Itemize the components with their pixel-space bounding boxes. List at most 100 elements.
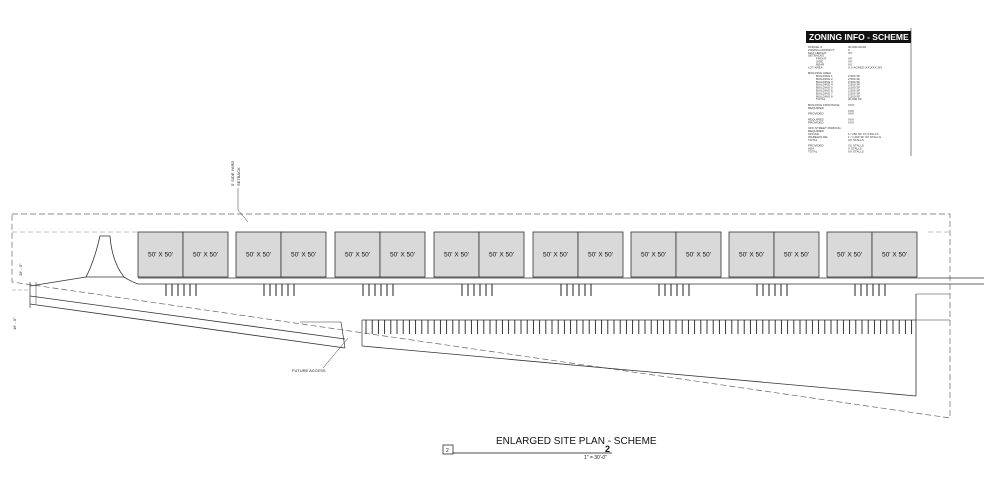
access-road-north [29,295,346,340]
zoning-row-value: X STALLS [848,147,862,151]
zoning-row-value: XX' [848,51,853,55]
zoning-row-label: ADA [808,147,814,151]
building-label: 50' X 50' [345,252,370,259]
zoning-row-label: BUILDING 6 [816,89,833,93]
building-label: 50' X 50' [543,252,568,259]
zoning-row-label: FRONT [816,57,826,61]
building-label: 50' X 50' [246,252,271,259]
zoning-row-value: 2,500 SF [848,77,860,81]
zoning-row-label: BUILDING AREA [808,71,831,75]
building-unit: 50' X 50' [433,231,480,278]
sheet-tag-box [442,444,454,455]
zoning-row-label: SIDE [816,60,823,64]
zoning-row-value: 2,500 SF [848,91,860,95]
zoning-row-value: 2,500 SF [848,89,860,93]
building-label: 50' X 50' [489,252,514,259]
building-label: 50' X 50' [390,252,415,259]
building-unit: 50' X 50' [630,231,677,278]
zoning-row-value: 2,500 SF [848,80,860,84]
zoning-row-label: PROVIDED [808,144,825,148]
sheet-title-number: 2 [605,444,610,454]
zoning-row-label: REQUIRED [808,118,825,122]
sheet-scale: 1" = 30'-0" [584,455,607,461]
zoning-row-label: LOT AREA [808,65,823,69]
zoning-row-value: 2,500 SF [848,83,860,87]
zoning-row-label: BUILDING 7 [816,91,833,95]
dim-left-bottom: 16' - 0" [12,317,17,330]
setback-leader-arrow [237,209,249,223]
zoning-row-label: PROVIDED [808,120,825,124]
zoning-row-value: XX STALLS [848,149,864,153]
zoning-row-value: XX' [848,60,853,64]
zoning-title-bar [806,31,911,43]
building-footprint [478,231,525,278]
building-label: 50' X 50' [784,252,809,259]
zoning-row-label: PROVIDED [808,112,825,116]
building-label: 50' X 50' [739,252,764,259]
setback-note-1: 5' SIDE YARD [230,161,235,186]
zoning-row-value: XX' [848,62,853,66]
zoning-row-value: 1 / 1,000 SF XX STALLS [848,135,881,139]
zoning-row-value: 2,500 SF [848,94,860,98]
zoning-row-value: XX STALLS [848,138,864,142]
zoning-row-value: 20,000 SF [848,97,862,101]
property-boundary [11,213,951,419]
future-access-leader [322,337,349,369]
zoning-row-label: TOTAL [808,138,818,142]
building-label: 50' X 50' [837,252,862,259]
building-footprint [137,231,184,278]
access-road-top [29,276,87,287]
building-unit: 50' X 50' [334,231,381,278]
dim-left-top: 16' - 0" [18,263,23,276]
zoning-row-label: PARCEL # [808,45,823,49]
building-unit: 50' X 50' [826,231,873,278]
zoning-row-label: BUILDING FRONTAGE [808,103,839,107]
building-label: 50' X 50' [882,252,907,259]
building-footprint [280,231,327,278]
building-footprint [235,231,282,278]
zoning-info-block: ZONING INFO - SCHEME 2 PARCEL #00-000-00… [806,28,916,156]
front-parking-stalls [165,284,886,296]
zoning-row-value: XXX [848,112,854,116]
building-footprint [630,231,677,278]
zoning-row-value: 2,500 SF [848,86,860,90]
building-footprint [675,231,722,278]
sheet-title: ENLARGED SITE PLAN - SCHEME [496,436,657,447]
zoning-row-label: BUILDING 2 [816,77,833,81]
zoning-row-value: X.X ACRES (XX,XXX SF) [848,65,882,69]
zoning-row-value: 1 / 250 SF XX STALLS [848,132,878,136]
building-footprint [532,231,579,278]
building-label: 50' X 50' [193,252,218,259]
future-access-end [340,321,346,349]
zoning-row-label: REAR [816,62,825,66]
building-unit: 50' X 50' [675,231,722,278]
building-label: 50' X 50' [444,252,469,259]
setback-note-2: SETBACK [236,167,241,186]
buildings-group: 50' X 50' 50' X 50' 50' X 50' 50' X 50' 50' … [137,231,918,278]
building-unit: 50' X 50' [478,231,525,278]
building-unit: 50' X 50' [182,231,229,278]
building-unit: 50' X 50' [532,231,579,278]
building-footprint [577,231,624,278]
sheet-tag: 2 [446,448,449,454]
building-unit: 50' X 50' [773,231,820,278]
building-footprint [379,231,426,278]
zoning-row-label: ZONING DISTRICT [808,48,834,52]
building-unit: 50' X 50' [280,231,327,278]
entrance-island [85,235,125,278]
zoning-row-value: XXX [848,120,854,124]
zoning-row-label: REQUIRED [808,129,825,133]
zoning-row-label: OFF-STREET PARKING [808,126,842,130]
zoning-row-label: BUILDING 8 [816,94,833,98]
building-label: 50' X 50' [641,252,666,259]
building-unit: 50' X 50' [728,231,775,278]
zoning-row-value: XX' [848,57,853,61]
zoning-row-label: WAREHOUSE [808,135,828,139]
building-label: 50' X 50' [588,252,613,259]
zoning-row-label: SETBACKS [808,54,824,58]
building-unit: 50' X 50' [235,231,282,278]
zoning-row-value: XX STALLS [848,144,864,148]
zoning-row-value: X [848,48,850,52]
zoning-row-value: 2,500 SF [848,74,860,78]
